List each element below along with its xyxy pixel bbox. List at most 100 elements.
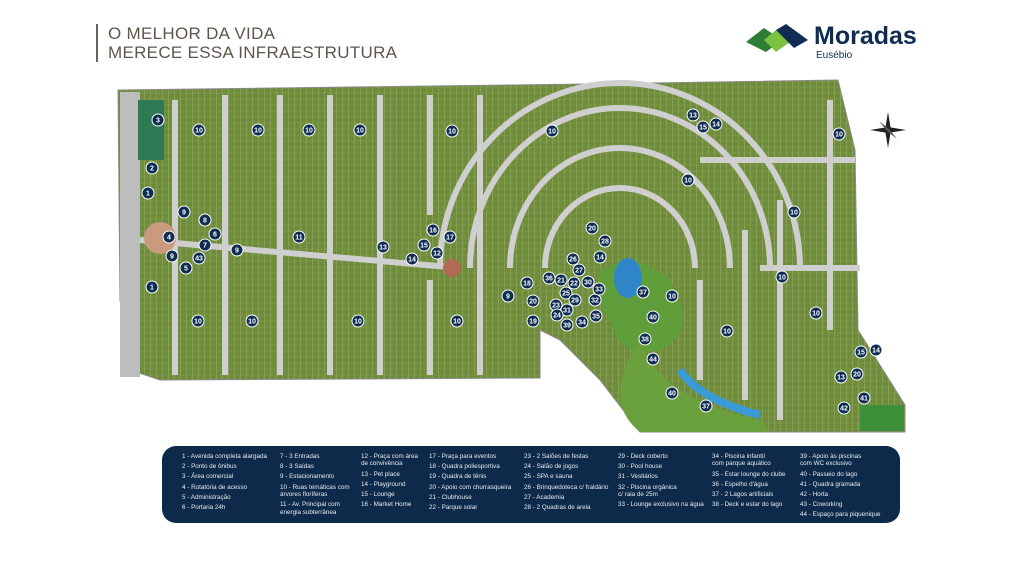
map-marker: 36	[542, 271, 556, 285]
legend-item: 36 - Espelho d'água	[712, 480, 768, 488]
site-plan-map	[117, 79, 906, 433]
map-marker: 4	[162, 230, 176, 244]
map-marker: 9	[165, 249, 179, 263]
legend-item: 6 - Portaria 24h	[182, 504, 226, 512]
map-marker: 2	[145, 161, 159, 175]
map-marker: 5	[179, 261, 193, 275]
legend-col-5: 23 - 2 Salões de festas 24 - Salão de jog…	[524, 453, 608, 514]
legend-item: 20 - Apoio com churrasqueira	[429, 483, 512, 491]
legend-col-4: 17 - Praça para eventos 18 - Quadra polie…	[429, 453, 511, 514]
legend-item: 31 - Vestiários	[618, 473, 658, 481]
legend-item: 4 - Rotatória de acesso	[182, 483, 248, 491]
map-marker: 15	[696, 120, 710, 134]
legend-item: 35 - Estar lounge do clube	[712, 470, 786, 478]
map-marker: 14	[709, 117, 723, 131]
map-marker: 19	[526, 314, 540, 328]
lawn-court	[860, 405, 904, 431]
legend-item: 8 - 3 Saídas	[280, 463, 314, 471]
map-marker: 12	[430, 246, 444, 260]
legend-col-7: 34 - Piscina infantil com parque aquátic…	[712, 453, 786, 511]
legend-item: 2 - Ponto de ônibus	[182, 463, 237, 471]
legend-item: 40 - Passeio do lago	[800, 470, 858, 478]
legend-item: 10 - Ruas temáticas com árvores florífer…	[280, 483, 350, 499]
legend-item: 7 - 3 Entradas	[280, 453, 320, 460]
map-marker: 10	[775, 270, 789, 284]
map-marker: 20	[526, 294, 540, 308]
roundabout	[443, 259, 461, 277]
legend-item: 13 - Pet place	[361, 470, 400, 478]
map-marker: 9	[230, 243, 244, 257]
map-marker: 38	[638, 332, 652, 346]
avenue	[120, 92, 140, 377]
map-marker: 10	[351, 314, 365, 328]
legend-item: 18 - Quadra poliesportiva	[429, 463, 500, 471]
map-marker: 10	[191, 314, 205, 328]
map-marker: 28	[598, 234, 612, 248]
legend-item: 32 - Piscina orgânica c/ raia de 25m	[618, 483, 677, 499]
compass-icon	[870, 112, 906, 148]
map-marker: 18	[520, 276, 534, 290]
lake-2	[676, 367, 761, 419]
map-marker: 14	[593, 250, 607, 264]
legend-item: 28 - 2 Quadras de areia	[524, 504, 591, 512]
brand-logo: Moradas Eusébio	[746, 22, 917, 61]
map-marker: 10	[545, 124, 559, 138]
map-marker: 21	[554, 273, 568, 287]
legend-item: 1 - Avenida completa alargada	[182, 453, 267, 460]
map-marker: 15	[854, 345, 868, 359]
legend-item: 17 - Praça para eventos	[429, 453, 497, 460]
map-marker: 35	[589, 309, 603, 323]
legend-item: 41 - Quadra gramada	[800, 480, 861, 488]
map-marker: 10	[809, 306, 823, 320]
map-marker: 13	[686, 108, 700, 122]
legend-item: 25 - SPA e sauna	[524, 473, 573, 481]
map-marker: 6	[208, 227, 222, 241]
map-marker: 22	[567, 276, 581, 290]
legend-item: 43 - Coworking	[800, 501, 843, 509]
map-marker: 10	[245, 314, 259, 328]
map-marker: 10	[681, 173, 695, 187]
legend-panel: 1 - Avenida completa alargada 2 - Ponto d…	[162, 446, 900, 523]
map-marker: 9	[501, 289, 515, 303]
legend-item: 27 - Academia	[524, 493, 565, 501]
legend-item: 21 - Clubhouse	[429, 493, 472, 501]
legend-item: 22 - Parque solar	[429, 504, 478, 512]
map-marker: 15	[417, 238, 431, 252]
legend-item: 29 - Deck coberto	[618, 453, 668, 460]
map-marker: 44	[646, 352, 660, 366]
commercial-area	[138, 100, 164, 160]
legend-item: 5 - Administração	[182, 493, 231, 501]
map-marker: 40	[646, 310, 660, 324]
legend-item: 19 - Quadra de tênis	[429, 473, 487, 481]
map-marker: 10	[450, 314, 464, 328]
map-marker: 24	[550, 308, 564, 322]
map-marker: 30	[581, 275, 595, 289]
map-marker: 20	[585, 221, 599, 235]
legend-item: 37 - 2 Lagos artificiais	[712, 491, 774, 499]
legend-item: 33 - Lounge exclusivo na água	[618, 501, 704, 509]
map-marker: 13	[834, 370, 848, 384]
legend-item: 15 - Lounge	[361, 491, 395, 499]
legend-item: 34 - Piscina infantil com parque aquátic…	[712, 453, 771, 468]
map-marker: 10	[832, 127, 846, 141]
legend-item: 44 - Espaço para piquenique	[800, 511, 881, 519]
map-marker: 40	[665, 386, 679, 400]
map-marker: 37	[636, 285, 650, 299]
legend-item: 23 - 2 Salões de festas	[524, 453, 589, 460]
logo-mark-icon	[746, 24, 808, 52]
map-marker: 10	[665, 289, 679, 303]
headline: O MELHOR DA VIDA MERECE ESSA INFRAESTRUT…	[96, 24, 397, 62]
legend-item: 24 - Salão de jogos	[524, 463, 579, 471]
legend-item: 16 - Market Home	[361, 501, 412, 509]
map-marker: 29	[568, 293, 582, 307]
map-marker: 14	[405, 252, 419, 266]
map-marker: 8	[198, 213, 212, 227]
map-marker: 10	[192, 123, 206, 137]
map-marker: 10	[353, 123, 367, 137]
map-marker: 1	[141, 186, 155, 200]
map-marker: 14	[869, 343, 883, 357]
legend-item: 9 - Estacionamento	[280, 473, 335, 481]
headline-line-2: MERECE ESSA INFRAESTRUTURA	[108, 43, 398, 62]
